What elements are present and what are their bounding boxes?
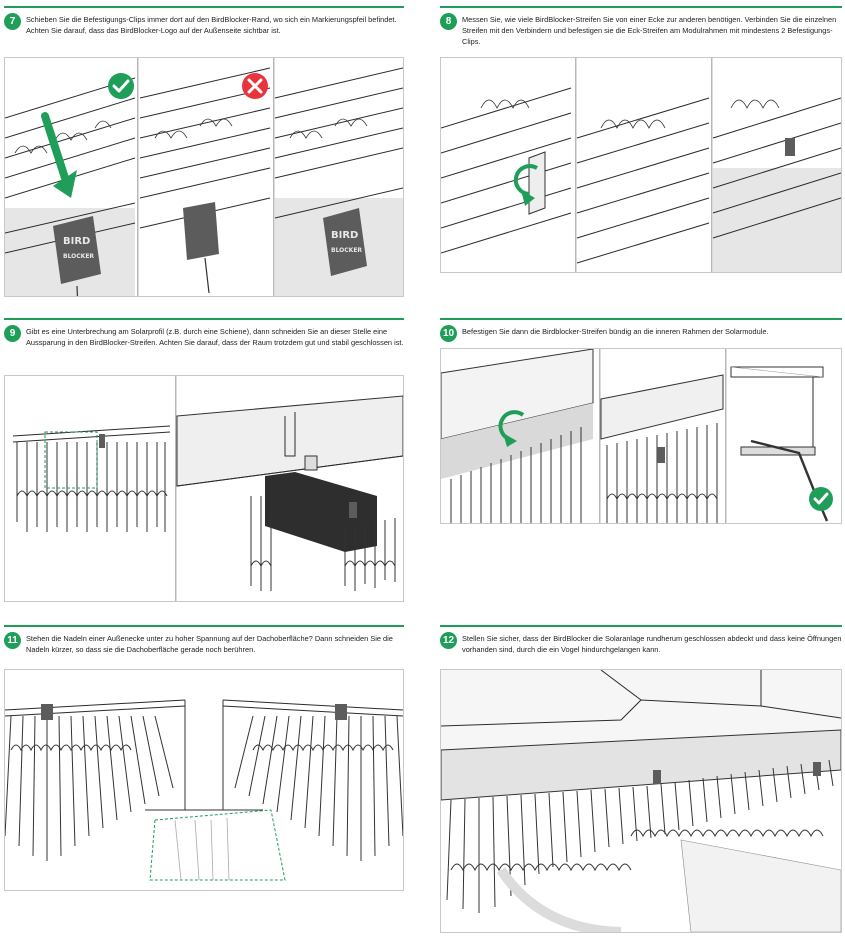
step-illustration bbox=[4, 669, 404, 891]
step-rule bbox=[4, 625, 404, 627]
green-arrow-icon bbox=[41, 112, 77, 198]
step-rule bbox=[440, 6, 842, 8]
step-number-badge: 11 bbox=[4, 632, 21, 649]
illustration-full-enclosure bbox=[441, 670, 841, 932]
cross-circle-icon bbox=[242, 73, 268, 99]
step-header: 7 Schieben Sie die Befestigungs-Clips im… bbox=[4, 13, 404, 36]
step-12: 12 Stellen Sie sicher, dass der BirdBloc… bbox=[440, 625, 842, 935]
step-header: 12 Stellen Sie sicher, dass der BirdBloc… bbox=[440, 632, 842, 655]
panel-logo-outside: BIRD BLOCKER bbox=[274, 67, 403, 296]
step-illustration bbox=[4, 375, 404, 602]
clip-logo-subtext: BLOCKER bbox=[331, 247, 362, 254]
step-number-badge: 10 bbox=[440, 325, 457, 342]
panel-wrong bbox=[139, 67, 271, 294]
illustration-clip-placement: BIRD BLOCKER bbox=[5, 58, 403, 296]
step-9: 9 Gibt es eine Unterbrechung am Solarpro… bbox=[4, 318, 404, 604]
step-header: 8 Messen Sie, wie viele BirdBlocker-Stre… bbox=[440, 13, 842, 47]
step-illustration: BIRD BLOCKER bbox=[4, 57, 404, 297]
curved-arrow-icon bbox=[513, 164, 539, 206]
step-description: Gibt es eine Unterbrechung am Solarprofi… bbox=[26, 327, 404, 347]
step-8: 8 Messen Sie, wie viele BirdBlocker-Stre… bbox=[440, 6, 842, 274]
clip-logo-text: BIRD bbox=[331, 230, 358, 241]
step-rule bbox=[4, 6, 404, 8]
step-10: 10 Befestigen Sie dann die Birdblocker-S… bbox=[440, 318, 842, 526]
step-11: 11 Stehen die Nadeln einer Außenecke unt… bbox=[4, 625, 404, 893]
step-description: Stellen Sie sicher, dass der BirdBlocker… bbox=[462, 634, 842, 654]
step-header: 10 Befestigen Sie dann die Birdblocker-S… bbox=[440, 325, 842, 342]
clip-logo-text: BIRD bbox=[63, 236, 90, 247]
step-rule bbox=[4, 318, 404, 320]
step-7: 7 Schieben Sie die Befestigungs-Clips im… bbox=[4, 6, 404, 298]
step-description: Schieben Sie die Befestigungs-Clips imme… bbox=[26, 15, 397, 35]
step-description: Stehen die Nadeln einer Außenecke unter … bbox=[26, 634, 393, 654]
step-header: 9 Gibt es eine Unterbrechung am Solarpro… bbox=[4, 325, 404, 348]
illustration-corner-needles bbox=[5, 699, 403, 881]
illustration-flush-mount bbox=[441, 349, 833, 523]
step-illustration bbox=[440, 57, 842, 273]
step-description: Befestigen Sie dann die Birdblocker-Stre… bbox=[462, 327, 769, 336]
check-circle-icon bbox=[108, 73, 134, 99]
clip-logo-subtext: BLOCKER bbox=[63, 253, 94, 260]
step-number-badge: 9 bbox=[4, 325, 21, 342]
step-number-badge: 12 bbox=[440, 632, 457, 649]
illustration-rail-cutout bbox=[12, 376, 403, 601]
step-rule bbox=[440, 318, 842, 320]
illustration-strip-connection bbox=[441, 58, 841, 272]
step-illustration bbox=[440, 669, 842, 933]
check-circle-icon bbox=[809, 487, 833, 511]
step-number-badge: 7 bbox=[4, 13, 21, 30]
step-illustration bbox=[440, 348, 842, 524]
step-header: 11 Stehen die Nadeln einer Außenecke unt… bbox=[4, 632, 404, 655]
step-number-badge: 8 bbox=[440, 13, 457, 30]
step-rule bbox=[440, 625, 842, 627]
panel-correct: BIRD BLOCKER bbox=[5, 77, 136, 296]
curved-arrow-icon bbox=[498, 410, 525, 447]
step-description: Messen Sie, wie viele BirdBlocker-Streif… bbox=[462, 15, 837, 46]
